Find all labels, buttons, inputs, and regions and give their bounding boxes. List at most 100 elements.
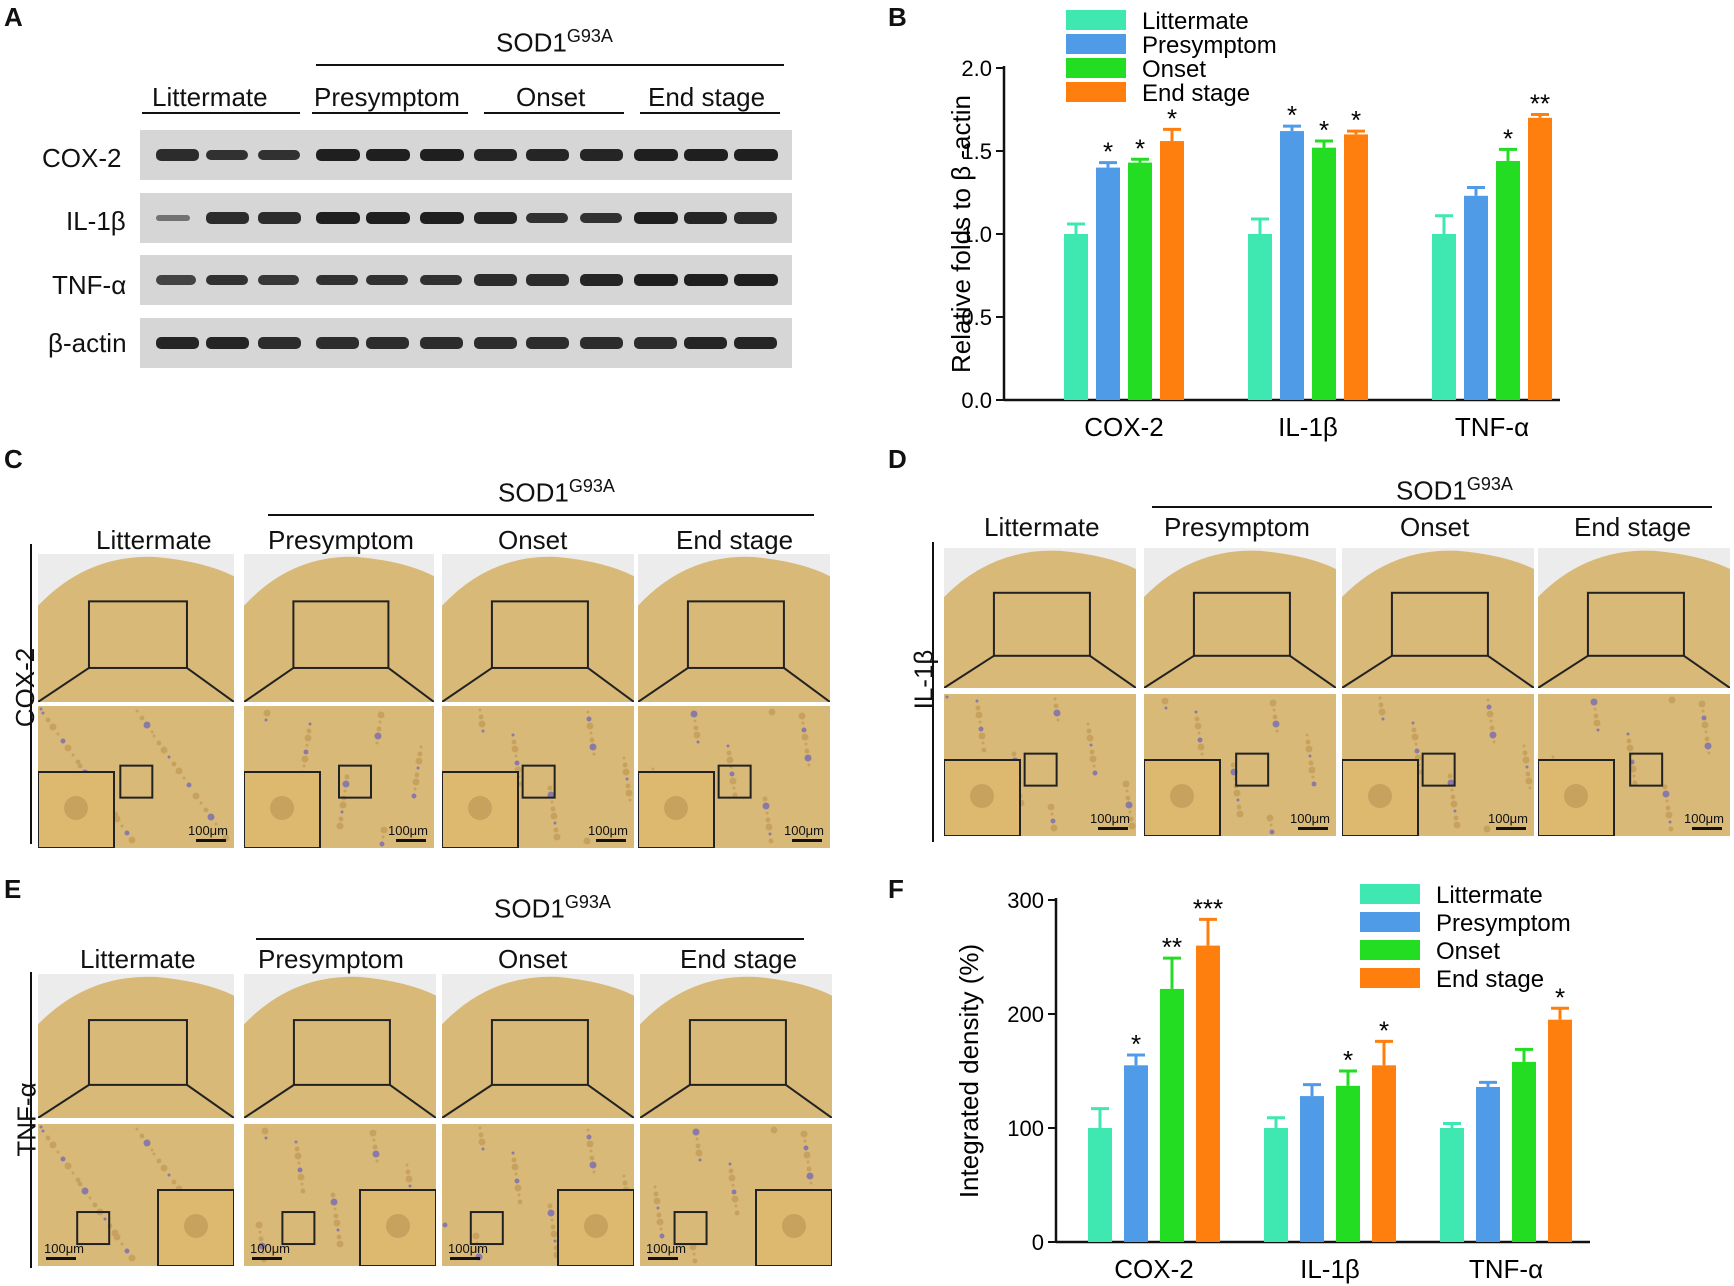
ihc-zoom-image: 100μm xyxy=(244,706,434,848)
ihc-overview-image xyxy=(1538,548,1730,688)
blot-row-label: COX-2 xyxy=(42,143,122,173)
x-category-label: TNF-α xyxy=(1455,412,1529,442)
blot-band xyxy=(526,274,569,286)
ihc-zoom-image: 100μm xyxy=(442,706,634,848)
tissue-zoom xyxy=(1144,697,1317,836)
panel-label-f: F xyxy=(888,874,904,904)
sod1-bracket-c xyxy=(268,514,814,516)
bar xyxy=(1064,234,1088,400)
scale-bar xyxy=(396,839,426,842)
blot-band xyxy=(474,337,517,349)
legend-label: End stage xyxy=(1436,966,1544,993)
sod1-bracket-d xyxy=(1152,506,1712,508)
blot-band xyxy=(526,149,570,161)
group-label-onset-e: Onset xyxy=(498,944,568,974)
sod1-label-c: SOD1G93A xyxy=(498,476,615,508)
group-underline xyxy=(640,112,780,114)
y-tick-label: 0 xyxy=(1032,1230,1044,1255)
blot-band xyxy=(420,212,464,224)
tissue-zoom xyxy=(638,708,812,848)
group-label-littermate-a: Littermate xyxy=(152,82,268,112)
legend-label: End stage xyxy=(1142,80,1250,107)
ihc-overview-image xyxy=(442,974,634,1118)
group-label-end-stage-c: End stage xyxy=(676,525,794,555)
ihc-overview-image xyxy=(442,554,634,702)
tissue-zoom xyxy=(442,1126,634,1266)
ihc-overview-image xyxy=(244,974,436,1118)
tissue-zoom xyxy=(944,695,1136,836)
group-label-end-stage-a: End stage xyxy=(648,82,766,112)
blot-band xyxy=(156,149,199,161)
blot-band xyxy=(258,212,301,224)
blot-band xyxy=(474,149,518,161)
blot-strip xyxy=(140,255,792,305)
significance-mark: * xyxy=(1343,1045,1353,1075)
y-tick-label: 0.0 xyxy=(961,388,992,413)
legend-label: Littermate xyxy=(1436,882,1543,909)
scale-bar-label: 100μm xyxy=(448,1241,489,1256)
tissue-section xyxy=(638,556,830,702)
scale-bar xyxy=(450,1257,480,1260)
group-label-littermate-e: Littermate xyxy=(80,944,196,974)
y-tick-label: 1.0 xyxy=(961,222,992,247)
bar xyxy=(1124,1065,1148,1242)
blot-band xyxy=(156,214,191,222)
scale-bar-label: 100μm xyxy=(44,1241,85,1256)
blot-band xyxy=(634,337,677,349)
blot-band xyxy=(366,149,410,161)
legend-swatch xyxy=(1066,58,1126,78)
bar xyxy=(1512,1061,1536,1242)
blot-band xyxy=(526,337,569,349)
scale-bar-label: 100μm xyxy=(1289,811,1330,826)
legend-label: Littermate xyxy=(1142,8,1249,35)
blot-band xyxy=(206,274,248,286)
group-label-presymptom-e: Presymptom xyxy=(258,944,404,974)
blot-band xyxy=(474,274,517,286)
scale-bar xyxy=(1496,827,1526,830)
bar xyxy=(1344,134,1368,400)
scale-bar-label: 100μm xyxy=(783,823,824,838)
blot-band xyxy=(474,212,518,224)
ihc-overview-image xyxy=(244,554,434,702)
significance-mark: * xyxy=(1103,137,1113,167)
significance-mark: ** xyxy=(1162,932,1182,962)
bar xyxy=(1248,234,1272,400)
legend-swatch xyxy=(1360,884,1420,904)
y-axis-label: Relative folds to β -actin xyxy=(946,95,976,373)
tissue-section xyxy=(1342,550,1534,688)
bar xyxy=(1496,160,1520,400)
blot-band xyxy=(156,337,200,349)
blot-band xyxy=(580,274,624,286)
significance-mark: * xyxy=(1131,1029,1141,1059)
legend-swatch xyxy=(1066,10,1126,30)
blot-band xyxy=(634,149,678,161)
blot-band xyxy=(206,149,248,161)
scale-bar-label: 100μm xyxy=(587,823,628,838)
row-bracket-d xyxy=(932,542,934,842)
blot-band xyxy=(366,212,410,224)
blot-band xyxy=(684,149,728,161)
tissue-zoom xyxy=(653,1126,832,1266)
scale-bar-label: 100μm xyxy=(187,823,228,838)
x-category-label: TNF-α xyxy=(1469,1254,1543,1284)
scale-bar xyxy=(596,839,626,842)
sod1-label-d: SOD1G93A xyxy=(1396,474,1513,506)
tissue-zoom xyxy=(1342,696,1533,836)
bar xyxy=(1096,167,1120,400)
ihc-zoom-image: 100μm xyxy=(944,694,1136,836)
blot-band xyxy=(206,212,249,224)
group-underline xyxy=(484,112,624,114)
tissue-section xyxy=(244,976,436,1118)
blot-strip xyxy=(140,130,792,180)
blot-band xyxy=(258,274,300,286)
blot-band xyxy=(420,274,462,286)
panel-label-a: A xyxy=(4,2,23,32)
group-label-onset-d: Onset xyxy=(1400,512,1470,542)
y-tick-label: 0.5 xyxy=(961,305,992,330)
y-tick-label: 300 xyxy=(1007,888,1044,913)
x-category-label: COX-2 xyxy=(1114,1254,1193,1284)
bar xyxy=(1464,195,1488,400)
group-label-presymptom-a: Presymptom xyxy=(314,82,460,112)
